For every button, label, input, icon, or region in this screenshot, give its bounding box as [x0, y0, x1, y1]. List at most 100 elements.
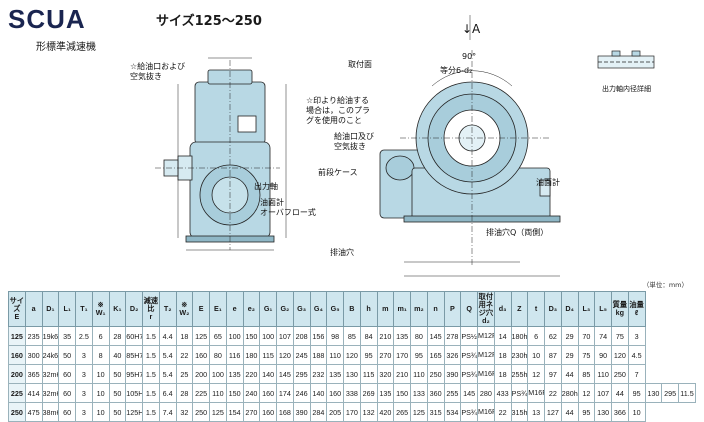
table-cell: 62 [544, 326, 562, 346]
label-equal-division: 等分6-d₂ [440, 66, 473, 75]
table-cell: 270 [376, 345, 395, 365]
table-cell: PS¾ [460, 402, 478, 422]
table-cell: 3 [75, 345, 93, 365]
table-header-cell: e₂ [242, 291, 261, 327]
table-cell: 160 [259, 383, 277, 403]
table-header-cell: G₁ [259, 291, 277, 327]
table-cell: 95 [627, 383, 646, 403]
table-header-cell: ※ W₂ [175, 291, 194, 327]
table-cell: 74 [594, 326, 612, 346]
unit-note: （単位：mm） [642, 281, 688, 289]
table-header-cell: Z [510, 291, 529, 327]
front-view [403, 81, 561, 223]
table-cell: 255 [443, 383, 462, 403]
table-cell: 1.5 [142, 345, 160, 365]
table-cell: 6 [527, 326, 545, 346]
table-cell: 32m6 [41, 364, 60, 384]
label-arrow-a: ↓A [462, 22, 481, 36]
table-cell: 97 [544, 364, 562, 384]
table-cell: 4.5 [627, 345, 646, 365]
table-cell: 280 [477, 383, 495, 403]
table-cell: 125 [8, 326, 26, 346]
table-cell: 14 [493, 326, 512, 346]
table-header-cell: Q [460, 291, 478, 327]
table-cell: 280h8 [560, 383, 579, 403]
table-cell: M16P2 深サ28 [527, 383, 545, 403]
table-cell: 110 [410, 364, 428, 384]
table-cell: 10 [527, 345, 545, 365]
table-cell: 284 [309, 402, 328, 422]
table-cell: 4.4 [158, 326, 177, 346]
table-header-cell: 油量 ℓ [627, 291, 646, 327]
table-cell: 205 [326, 402, 344, 422]
table-cell: 50 [58, 345, 76, 365]
table-cell: 75 [611, 326, 629, 346]
table-cell: 6.4 [158, 383, 177, 403]
table-cell: 107 [594, 383, 612, 403]
table-cell: 315 [426, 402, 445, 422]
table-cell: 120 [276, 345, 294, 365]
table-header-cell: B [343, 291, 361, 327]
table-cell: 534 [443, 402, 462, 422]
table-cell: 320 [376, 364, 395, 384]
table-header-cell: G₅ [326, 291, 344, 327]
table-row: 25047538m66031050125H71.57.4322501251542… [8, 402, 696, 422]
table-cell: 85H7 [125, 345, 143, 365]
page-title: SCUA [8, 4, 86, 34]
table-cell: 174 [276, 383, 294, 403]
table-header-cell: E [192, 291, 210, 327]
table-cell: 130 [594, 402, 612, 422]
table-header-cell: a [24, 291, 43, 327]
table-cell: 19k6 [41, 326, 60, 346]
table-header-cell: D₄ [560, 291, 579, 327]
table-cell: 85 [577, 364, 596, 384]
table-cell: 135 [393, 326, 411, 346]
table-cell: 210 [393, 364, 411, 384]
table-cell: 270 [242, 402, 261, 422]
table-header-cell: T₁ [75, 291, 93, 327]
label-drain: 排油穴 [330, 248, 354, 257]
table-cell: 220 [242, 364, 261, 384]
table-cell: 132 [359, 402, 378, 422]
table-cell: 18 [493, 345, 512, 365]
table-cell: 84 [359, 326, 378, 346]
table-cell: 125H7 [125, 402, 143, 422]
table-cell: 12 [577, 383, 596, 403]
table-cell: 255h8 [510, 364, 529, 384]
table-header-cell: E₁ [209, 291, 227, 327]
table-cell: 140 [309, 383, 328, 403]
table-cell: 160 [192, 345, 210, 365]
table-cell: 230h8 [510, 345, 529, 365]
label-front-case: 前段ケース [318, 168, 358, 177]
table-header-cell: P [443, 291, 462, 327]
table-cell: 225 [192, 383, 210, 403]
table-cell: 475 [24, 402, 43, 422]
table-cell: 8 [91, 345, 110, 365]
label-oil-gauge: 油面計 [536, 178, 560, 187]
table-header-cell: 減速比 r [142, 291, 160, 327]
table-cell: 18 [493, 364, 512, 384]
label-oil-gauge-overflow: 油面計 オーバフロー式 [260, 198, 316, 217]
table-cell: 156 [309, 326, 328, 346]
table-cell: 295 [661, 383, 679, 403]
table-cell: 120 [343, 345, 361, 365]
table-cell: 80 [410, 326, 428, 346]
table-cell: M12P1.75深サ24 [477, 326, 495, 346]
table-cell: 95H7 [125, 364, 143, 384]
table-cell: 50 [108, 402, 127, 422]
table-cell: 170 [343, 402, 361, 422]
table-cell: 29 [560, 326, 579, 346]
table-cell: 235 [24, 326, 43, 346]
table-cell: 1.5 [142, 326, 160, 346]
table-cell: 10 [91, 402, 110, 422]
table-cell: 107 [276, 326, 294, 346]
table-cell: 85 [343, 326, 361, 346]
table-cell: 116 [225, 345, 244, 365]
table-header-cell: m₁ [393, 291, 411, 327]
table-cell: 360 [426, 383, 445, 403]
table-cell: 160 [259, 402, 277, 422]
table-header-cell: L₁ [58, 291, 76, 327]
table-cell: 246 [292, 383, 311, 403]
